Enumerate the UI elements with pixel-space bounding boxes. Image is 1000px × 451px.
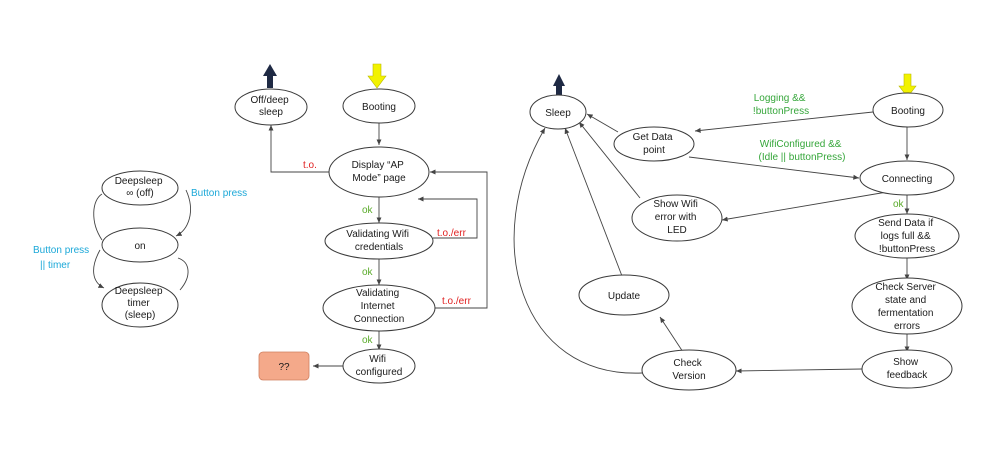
- exit-arrow-up-icon: [263, 64, 277, 88]
- node-off-deep-sleep-label: Off/deep sleep: [251, 95, 292, 118]
- node-update: Update: [578, 274, 670, 316]
- edge-off-to-on: [175, 189, 191, 237]
- edge-booting-to-get-data: [694, 111, 874, 133]
- node-deepsleep-timer-label: Deepsleep timer (sleep): [115, 286, 166, 321]
- edge-show-wifi-error-to-sleep: [578, 121, 641, 199]
- node-show-feedback-label: Show feedback: [887, 357, 929, 381]
- label-ok-2: ok: [362, 267, 374, 278]
- edge-update-to-sleep: [564, 127, 623, 277]
- node-connecting: Connecting: [859, 160, 955, 196]
- node-booting-middle: Booting: [342, 88, 416, 124]
- edge-check-version-to-sleep: [513, 127, 643, 374]
- edge-get-data-to-sleep: [586, 113, 619, 133]
- label-timeout-err-1: t.o./err: [437, 228, 467, 239]
- node-deepsleep-off-label: Deepsleep ∞ (off): [115, 176, 166, 199]
- edge-validating-wifi-to-display: [418, 196, 478, 239]
- edge-check-version-to-update: [659, 316, 684, 353]
- node-show-wifi-error: Show Wifi error with LED: [631, 194, 723, 242]
- node-validating-wifi: Validating Wifi credentials: [324, 222, 434, 260]
- label-timeout: t.o.: [303, 160, 317, 171]
- node-check-server: Check Server state and fermentation erro…: [851, 277, 963, 335]
- node-get-data-point: Get Data point: [613, 126, 695, 162]
- node-connecting-label: Connecting: [882, 174, 933, 185]
- node-off-deep-sleep: Off/deep sleep: [234, 88, 308, 126]
- node-booting-right-label: Booting: [891, 106, 925, 117]
- node-unknown: ??: [258, 351, 310, 381]
- right-diagram: Sleep Booting Get Data point Connecting: [513, 73, 963, 391]
- exit-arrow-up-icon: [553, 74, 565, 97]
- node-deepsleep-off: Deepsleep ∞ (off): [101, 170, 179, 206]
- node-send-data-label: Send Data if logs full && !buttonPress: [878, 218, 936, 255]
- node-deepsleep-timer: Deepsleep timer (sleep): [101, 282, 179, 328]
- edge-connecting-to-show-wifi-error: [721, 191, 888, 222]
- node-display-ap-mode-label: Display “AP Mode” page: [352, 160, 407, 184]
- middle-diagram: Off/deep sleep Booting Display “AP Mode”…: [234, 63, 488, 384]
- node-check-version-label: Check Version: [672, 358, 705, 382]
- node-get-data-point-label: Get Data point: [633, 132, 676, 156]
- node-on: on: [101, 227, 179, 263]
- edge-on-to-timer: [93, 249, 105, 289]
- label-ok-right: ok: [893, 199, 905, 210]
- label-button-press: Button press: [191, 188, 247, 199]
- node-check-version: Check Version: [641, 349, 737, 391]
- label-ok-1: ok: [362, 205, 374, 216]
- node-wifi-configured-label: Wifi configured: [356, 354, 403, 378]
- edge-timer-to-on: [177, 257, 189, 291]
- node-validating-internet-label: Validating Internet Connection: [354, 288, 405, 325]
- node-display-ap-mode: Display “AP Mode” page: [328, 146, 430, 198]
- label-wificonfigured-condition: WifiConfigured && (Idle || buttonPress): [759, 139, 846, 163]
- node-send-data: Send Data if logs full && !buttonPress: [854, 213, 960, 259]
- node-show-wifi-error-label: Show Wifi error with LED: [653, 199, 700, 236]
- edge-on-to-off: [93, 193, 103, 241]
- node-on-label: on: [134, 241, 145, 252]
- label-logging-condition: Logging && !buttonPress: [753, 93, 809, 117]
- entry-arrow-down-icon: [898, 73, 917, 98]
- edge-validating-internet-to-display: [430, 169, 488, 309]
- node-wifi-configured: Wifi configured: [342, 348, 416, 384]
- node-booting-right: Booting: [872, 92, 944, 128]
- edge-show-feedback-to-check-version: [735, 368, 863, 374]
- label-timeout-err-2: t.o./err: [442, 296, 472, 307]
- node-check-server-label: Check Server state and fermentation erro…: [875, 282, 938, 332]
- label-button-press-timer: Button press || timer: [33, 245, 92, 271]
- node-show-feedback: Show feedback: [861, 349, 953, 389]
- edge-display-to-off: [268, 124, 333, 173]
- node-update-label: Update: [608, 291, 641, 302]
- entry-arrow-down-icon: [367, 63, 387, 89]
- node-booting-middle-label: Booting: [362, 102, 396, 113]
- node-sleep-label: Sleep: [545, 108, 571, 119]
- node-unknown-label: ??: [278, 362, 290, 373]
- node-validating-wifi-label: Validating Wifi credentials: [346, 229, 411, 253]
- left-diagram: Deepsleep ∞ (off) on Deepsleep timer (sl…: [33, 170, 247, 328]
- node-sleep: Sleep: [529, 94, 587, 130]
- label-ok-3: ok: [362, 335, 374, 346]
- edge-get-data-to-connecting: [688, 156, 860, 180]
- node-validating-internet: Validating Internet Connection: [322, 284, 436, 332]
